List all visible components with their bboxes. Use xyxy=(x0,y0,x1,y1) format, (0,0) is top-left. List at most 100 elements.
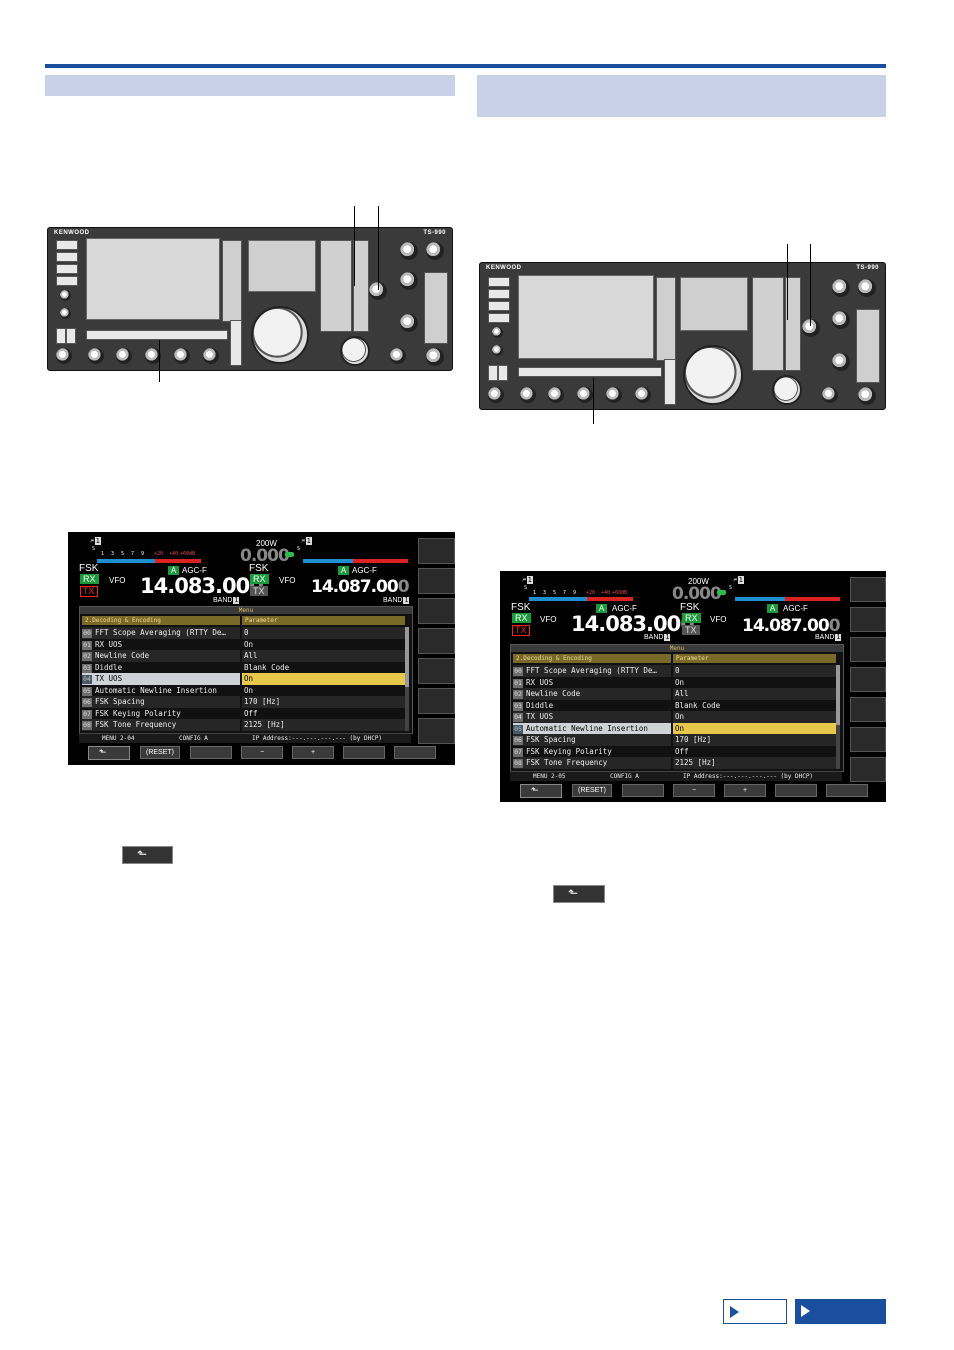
menu-title: Menu xyxy=(80,607,412,614)
back-arrow-icon: ⬑ xyxy=(99,748,107,758)
side-key-4[interactable] xyxy=(418,628,455,654)
section-header-right xyxy=(477,75,886,117)
minus-key[interactable]: − xyxy=(673,784,715,797)
main-agc-badge: A xyxy=(596,604,607,613)
side-key-2[interactable] xyxy=(418,568,455,594)
sub-rx-indicator: RX xyxy=(250,574,269,584)
main-vfo: VFO xyxy=(109,576,126,585)
side-key-1[interactable] xyxy=(850,577,886,602)
side-key-6[interactable] xyxy=(418,688,455,714)
main-frequency: 14.083.000 xyxy=(140,574,264,598)
function-key-3[interactable] xyxy=(190,746,232,759)
main-agc: AGC-F xyxy=(182,566,207,575)
function-key-6[interactable] xyxy=(775,784,817,797)
menu-scroll-thumb[interactable] xyxy=(405,627,409,687)
back-button[interactable]: ⬑ xyxy=(88,746,130,760)
main-tx-indicator: TX xyxy=(80,586,98,597)
soft-key-row xyxy=(86,330,228,340)
main-mode: FSK xyxy=(511,602,531,613)
nav-previous-button[interactable] xyxy=(723,1299,787,1324)
plus-key[interactable]: + xyxy=(724,784,766,797)
arrow-right-icon xyxy=(730,1306,739,1318)
side-key-2[interactable] xyxy=(850,607,886,632)
ip-address: IP Address:---.---.---.--- (by DHCP) xyxy=(252,735,383,742)
soft-key-row xyxy=(518,367,662,377)
sub-vfo: VFO xyxy=(279,576,296,585)
function-key-7[interactable] xyxy=(394,746,436,759)
brand-logo: KENWOOD xyxy=(486,265,522,271)
function-key-3[interactable] xyxy=(622,784,664,797)
link-indicator-icon xyxy=(285,552,294,557)
side-key-4[interactable] xyxy=(850,667,886,692)
callout-line xyxy=(378,206,379,290)
link-indicator-icon xyxy=(717,590,726,595)
menu-number: MENU 2-04 xyxy=(102,735,135,742)
status-bar: MENU 2-05 CONFIG A IP Address:---.---.--… xyxy=(510,771,842,781)
side-key-7[interactable] xyxy=(418,718,455,744)
back-button[interactable]: ⬑ xyxy=(520,784,562,798)
multi-control-knob xyxy=(369,282,387,300)
menu-scroll-thumb[interactable] xyxy=(836,665,840,725)
antenna-icon: 🗲︎1 xyxy=(522,576,533,584)
sub-tuning-dial xyxy=(772,375,802,405)
side-key-3[interactable] xyxy=(418,598,455,624)
nav-next-button[interactable] xyxy=(795,1299,886,1324)
function-key-6[interactable] xyxy=(343,746,385,759)
plus-key[interactable]: + xyxy=(292,746,334,759)
main-display xyxy=(86,238,220,320)
side-key-5[interactable] xyxy=(418,658,455,684)
function-key-7[interactable] xyxy=(826,784,868,797)
side-key-7[interactable] xyxy=(850,757,886,782)
brand-logo: KENWOOD xyxy=(54,230,90,236)
side-key-1[interactable] xyxy=(418,538,455,564)
main-display xyxy=(518,275,654,359)
callout-line xyxy=(159,340,160,382)
main-agc-badge: A xyxy=(168,566,179,575)
menu-parameter-header: Parameter xyxy=(242,616,405,625)
main-vfo: VFO xyxy=(540,615,557,624)
side-key-5[interactable] xyxy=(850,697,886,722)
sub-frequency: 14.087.000 xyxy=(311,577,410,597)
main-tuning-dial xyxy=(251,306,309,364)
antenna-icon: 🗲︎1 xyxy=(301,537,312,545)
config-label: CONFIG A xyxy=(610,773,639,780)
side-key-3[interactable] xyxy=(850,637,886,662)
sub-display xyxy=(248,240,316,292)
back-key-icon: ⬑ xyxy=(553,885,605,903)
menu-group-header: 2.Decoding & Encoding xyxy=(513,654,671,663)
reset-key[interactable]: (RESET) xyxy=(572,784,612,797)
sub-tx-indicator: TX xyxy=(250,586,268,596)
reset-key[interactable]: (RESET) xyxy=(140,746,180,759)
power-level: 200W xyxy=(256,539,277,548)
sub-mode: FSK xyxy=(249,563,269,574)
side-key-6[interactable] xyxy=(850,727,886,752)
ip-address: IP Address:---.---.---.--- (by DHCP) xyxy=(683,773,814,780)
sub-vfo: VFO xyxy=(710,615,727,624)
main-tuning-dial xyxy=(683,345,743,405)
antenna-icon: 🗲︎1 xyxy=(733,576,744,584)
minus-key[interactable]: − xyxy=(241,746,283,759)
model-label: TS-990 xyxy=(423,230,446,236)
